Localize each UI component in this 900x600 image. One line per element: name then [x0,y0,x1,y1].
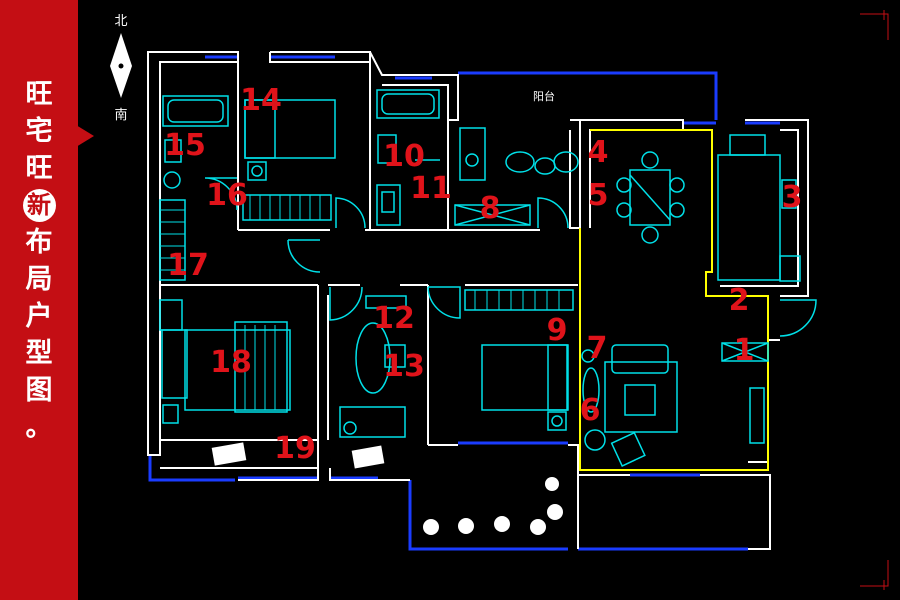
room-number-11: 11 [410,171,452,206]
compass: 北 南 [110,14,132,123]
title-char: 。 [25,412,53,443]
sidebar-arrow-pointer [76,125,94,147]
balcony-label: 阳台 [533,89,555,103]
room-number-14: 14 [240,83,282,118]
room-number-2: 2 [729,283,750,318]
doors [204,177,817,337]
room-number-10: 10 [383,139,425,174]
room-number-4: 4 [588,135,609,170]
title-char: 旺 [25,153,53,184]
room-number-18: 18 [210,345,252,380]
room-number-7: 7 [587,331,608,366]
room-number-6: 6 [580,393,601,428]
room-number-labels: 1 2 3 4 5 6 7 8 9 10 11 12 13 14 15 16 1… [164,83,802,466]
room-number-13: 13 [383,349,425,384]
room-number-1: 1 [734,333,755,368]
title-char: 旺 [25,79,53,110]
room-number-5: 5 [588,178,609,213]
title-vertical-text: 旺 宅 旺 新 布 局 户 型 图 。 [21,76,57,446]
plant-icons [211,442,563,535]
title-char: 型 [25,338,53,369]
room-number-12: 12 [373,301,415,336]
compass-south-label: 南 [114,107,127,123]
room-number-15: 15 [164,128,206,163]
title-char: 布 [25,227,53,258]
windows [148,55,780,551]
room-number-16: 16 [206,178,248,213]
title-char: 宅 [25,116,53,147]
title-char-highlighted: 新 [22,189,56,222]
sidebar-banner: 旺 宅 旺 新 布 局 户 型 图 。 [0,0,78,600]
compass-north-label: 北 [114,14,127,29]
room-number-8: 8 [480,191,501,226]
room-number-9: 9 [547,313,568,348]
room-number-17: 17 [167,248,209,283]
title-char: 局 [25,264,53,295]
frame-corner-accents [860,10,889,590]
room-number-19: 19 [274,431,316,466]
title-char: 户 [25,301,53,332]
furniture [159,89,801,467]
living-dining-highlight [579,129,769,471]
title-char: 图 [25,375,53,406]
room-number-3: 3 [782,180,803,215]
walls [147,51,809,550]
